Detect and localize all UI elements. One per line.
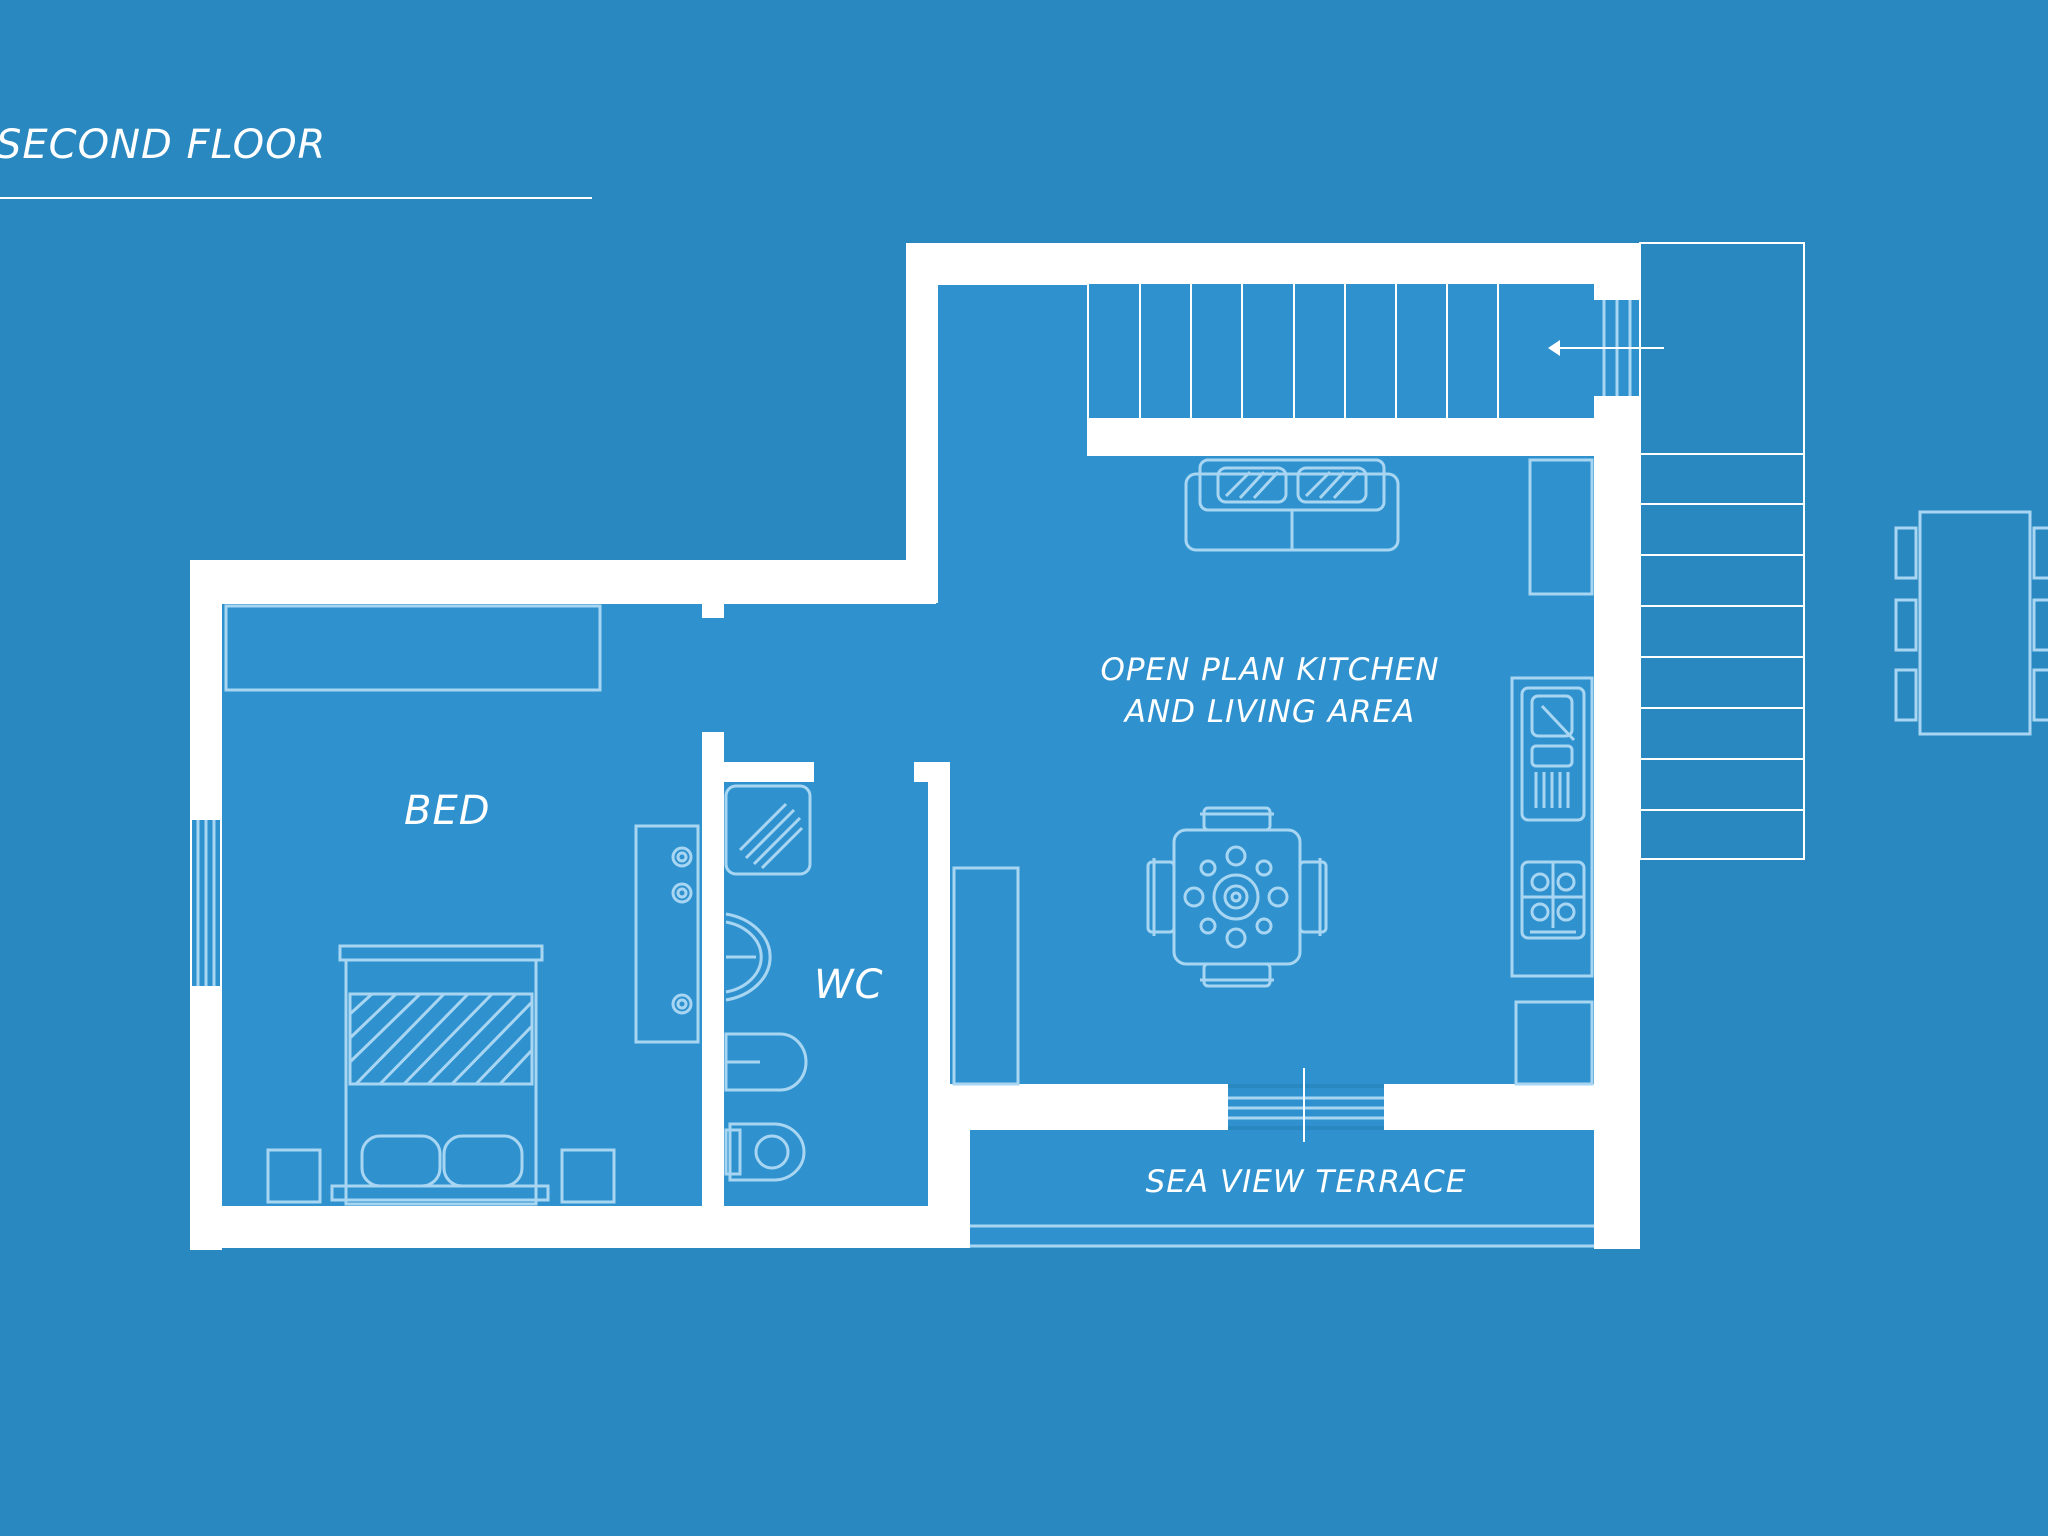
sink: [725, 912, 772, 1002]
wall-step: [906, 243, 938, 603]
wall-wc-right: [928, 762, 950, 1208]
staircase: [1087, 284, 1594, 418]
terrace-railing: [970, 1224, 1594, 1248]
bedroom-floor: [222, 602, 702, 1206]
bidet: [724, 1032, 808, 1092]
wall-bottom: [190, 1206, 970, 1248]
room-label-bed: BED: [404, 788, 491, 834]
sink-unit: [1520, 686, 1586, 822]
terrace-door: [1228, 1068, 1384, 1142]
dining-table: [1146, 806, 1328, 988]
floor-title: SECOND FLOOR: [0, 122, 326, 168]
wall-living-bottom-right: [1384, 1084, 1596, 1130]
nightstand-right: [560, 1148, 616, 1204]
room-label-wc: WC: [814, 962, 883, 1008]
wall-wc-top: [722, 762, 814, 782]
fridge: [1514, 1000, 1594, 1086]
toilet: [728, 1122, 806, 1182]
bedroom-furniture: [224, 604, 700, 1206]
wall-top-left: [190, 560, 936, 604]
stair-window: [1548, 300, 1664, 396]
wc-fixtures: [724, 784, 812, 1182]
kitchen-counter: [1510, 676, 1594, 978]
wall-stub: [702, 602, 724, 618]
nightstand-left: [266, 1148, 322, 1204]
room-label-kitchen-line1: OPEN PLAN KITCHEN: [1100, 652, 1439, 688]
wardrobe: [224, 604, 602, 692]
sideboard: [952, 866, 1020, 1086]
living-furniture: [952, 458, 1594, 1086]
double-bed: [266, 944, 616, 1206]
arrow-left-icon: [1548, 340, 1560, 356]
terrace-floor: [970, 1130, 1594, 1248]
wall-right: [1594, 243, 1640, 1249]
room-label-terrace: SEA VIEW TERRACE: [1146, 1164, 1467, 1200]
bedroom-window: [192, 820, 220, 986]
sofa: [1184, 458, 1400, 552]
wall-living-bottom-left: [928, 1084, 1228, 1130]
hall-floor: [702, 602, 936, 1206]
wall-bed-wc: [702, 732, 724, 1208]
stair-landing-wall: [1087, 418, 1595, 456]
dresser: [634, 824, 700, 1044]
exterior-stairs: [1639, 242, 1805, 860]
outdoor-table: [1894, 510, 2048, 736]
room-label-kitchen-line2: AND LIVING AREA: [1123, 694, 1416, 730]
shower: [724, 784, 812, 876]
wall-top: [906, 243, 1640, 285]
cabinet-right: [1528, 458, 1594, 596]
